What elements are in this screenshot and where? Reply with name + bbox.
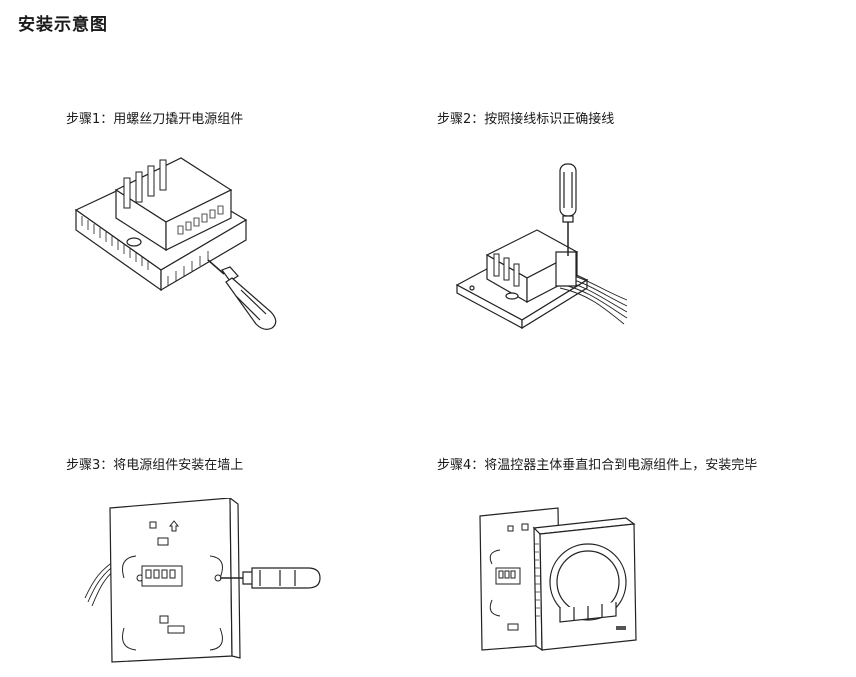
page-title: 安装示意图 — [18, 15, 108, 35]
step-2-caption: 步骤2：按照接线标识正确接线 — [437, 112, 615, 127]
step-3-caption: 步骤3：将电源组件安装在墙上 — [66, 458, 244, 473]
step-1-caption: 步骤1：用螺丝刀撬开电源组件 — [66, 112, 244, 127]
step-4-illustration — [478, 504, 643, 654]
step-2-illustration — [452, 160, 632, 335]
step-4-caption: 步骤4：将温控器主体垂直扣合到电源组件上，安装完毕 — [437, 458, 758, 473]
step-1-illustration — [66, 150, 296, 350]
step-3-illustration — [80, 498, 330, 663]
